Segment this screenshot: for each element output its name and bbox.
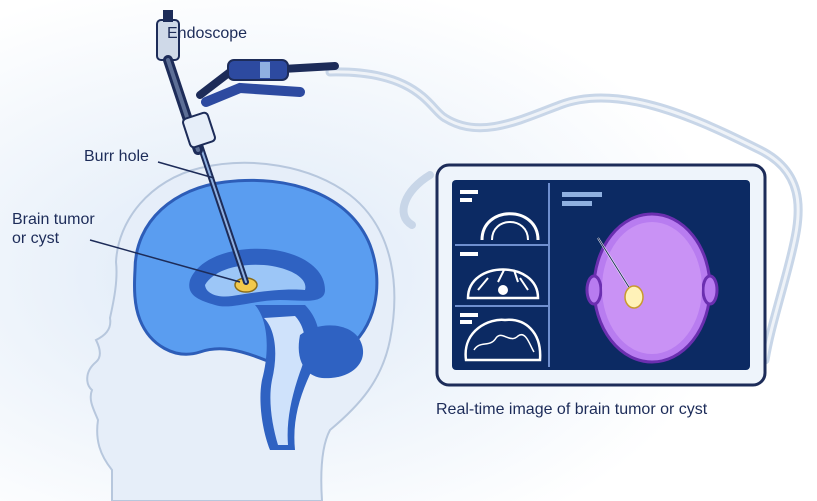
endoscope-label: Endoscope (167, 24, 247, 43)
burr-hole-label: Burr hole (84, 147, 149, 166)
brain-tumor-label: Brain tumor or cyst (12, 210, 95, 248)
realtime-caption: Real-time image of brain tumor or cyst (436, 400, 707, 419)
brain-tumor-label-line1: Brain tumor (12, 210, 95, 229)
monitor-icon (437, 165, 765, 385)
brain-tumor-label-line2: or cyst (12, 229, 95, 248)
scan-tumor (625, 286, 643, 308)
